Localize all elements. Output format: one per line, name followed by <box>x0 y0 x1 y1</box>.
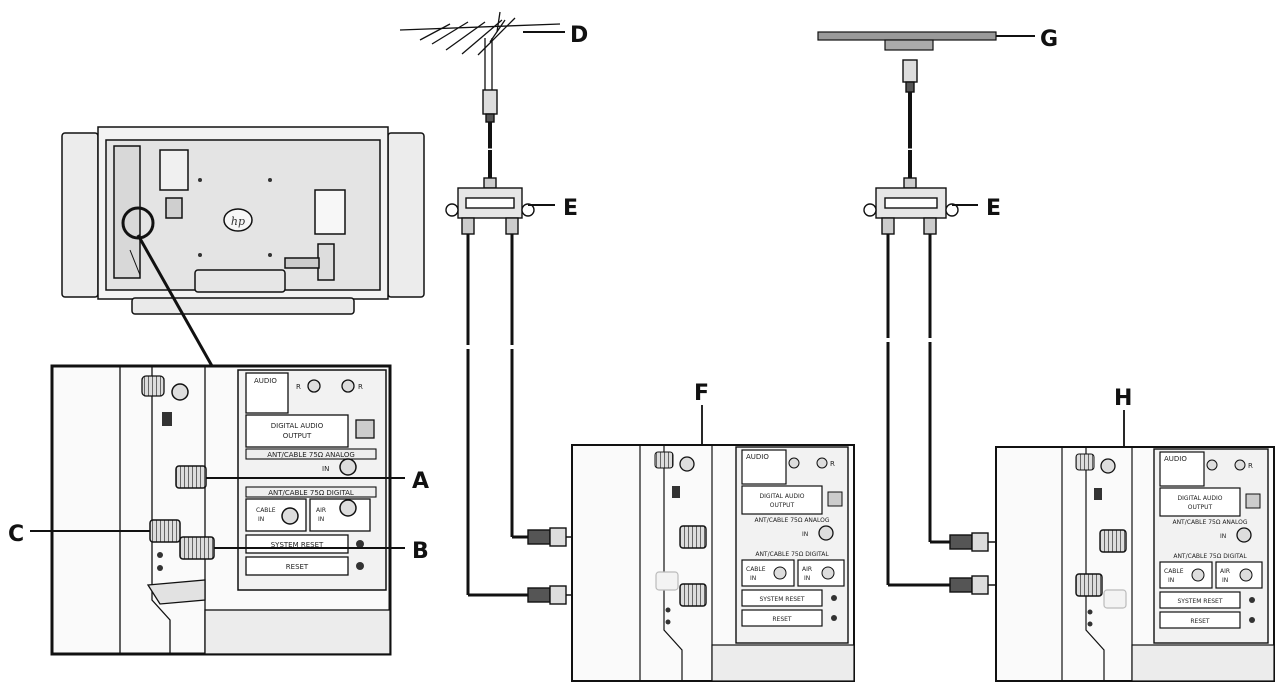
callout-e-right: E <box>986 196 1001 221</box>
inset-port-a <box>175 465 207 489</box>
h-reset-label: RESET <box>1190 618 1210 625</box>
h-port-cable <box>1075 573 1103 597</box>
callout-h: H <box>1114 386 1132 411</box>
cable-wall-outlet <box>817 31 997 41</box>
inset-air-in-label: IN <box>318 516 324 523</box>
inset-system-reset-label: SYSTEM RESET <box>271 541 324 549</box>
f-air-label: AIR <box>802 566 812 573</box>
connector-panel-h: AUDIO R DIGITAL AUDIO OUTPUT ANT/CABLE 7… <box>995 446 1275 682</box>
inset-r-label: R <box>296 383 301 391</box>
h-in-label: IN <box>1220 533 1226 540</box>
callout-b: B <box>412 539 429 564</box>
callout-g: G <box>1040 27 1058 52</box>
f-port-analog <box>679 525 707 549</box>
f-digital-label: ANT/CABLE 75Ω DIGITAL <box>755 551 829 558</box>
f-output-label: OUTPUT <box>770 502 795 509</box>
f-cable-in-label: IN <box>750 575 756 582</box>
f-cable-label: CABLE <box>746 566 766 573</box>
inset-in-label: IN <box>322 465 329 473</box>
splitter-left-system <box>445 89 567 605</box>
h-audio-label: AUDIO <box>1164 455 1187 463</box>
callout-a: A <box>412 469 429 494</box>
connector-panel-f: AUDIO R DIGITAL AUDIO OUTPUT ANT/CABLE 7… <box>571 444 855 682</box>
hp-logo-icon <box>223 208 253 232</box>
h-digital-label: ANT/CABLE 75Ω DIGITAL <box>1173 553 1247 560</box>
inset-cable-in-label: IN <box>258 516 264 523</box>
f-r-label: R <box>830 460 835 468</box>
zoom-inset: AUDIO R R DIGITAL AUDIO OUTPUT ANT/CABLE… <box>50 364 392 656</box>
inset-reset-label: RESET <box>286 563 309 571</box>
f-system-reset-label: SYSTEM RESET <box>759 596 804 603</box>
inset-analog-label: ANT/CABLE 75Ω ANALOG <box>267 451 355 459</box>
svg-text:hp: hp <box>231 215 245 228</box>
zoom-leader-line <box>136 234 214 367</box>
inset-r-label-2: R <box>358 383 363 391</box>
h-air-in-label: IN <box>1222 577 1228 584</box>
h-r-label: R <box>1248 462 1253 470</box>
inset-digital-label: ANT/CABLE 75Ω DIGITAL <box>268 489 354 497</box>
callout-f: F <box>694 381 709 406</box>
h-output-label: OUTPUT <box>1188 504 1213 511</box>
f-in-label: IN <box>802 531 808 538</box>
f-analog-label: ANT/CABLE 75Ω ANALOG <box>754 517 829 524</box>
inset-port-c <box>149 519 181 543</box>
tv-stand <box>131 297 355 315</box>
f-port-digital <box>679 583 707 607</box>
h-analog-label: ANT/CABLE 75Ω ANALOG <box>1172 519 1247 526</box>
h-port-analog <box>1099 529 1127 553</box>
h-air-label: AIR <box>1220 568 1230 575</box>
h-cable-label: CABLE <box>1164 568 1184 575</box>
antenna <box>399 11 561 90</box>
h-digital-audio-label: DIGITAL AUDIO <box>1178 495 1223 502</box>
inset-cable-label: CABLE <box>256 507 276 514</box>
tv-right-speaker <box>387 132 425 298</box>
f-audio-label: AUDIO <box>746 453 769 461</box>
splitter-right-system <box>863 59 989 595</box>
f-air-in-label: IN <box>804 575 810 582</box>
f-digital-audio-label: DIGITAL AUDIO <box>760 493 805 500</box>
inset-air-label: AIR <box>316 507 326 514</box>
f-reset-label: RESET <box>772 616 792 623</box>
inset-digital-audio-label: DIGITAL AUDIO <box>271 422 324 430</box>
callout-e-left: E <box>563 196 578 221</box>
h-system-reset-label: SYSTEM RESET <box>1177 598 1222 605</box>
callout-d: D <box>570 23 588 48</box>
inset-port-b <box>179 536 215 560</box>
tv-rear-view: hp <box>61 126 425 315</box>
tv-left-speaker <box>61 132 99 298</box>
callout-c: C <box>8 522 24 547</box>
h-cable-in-label: IN <box>1168 577 1174 584</box>
inset-audio-label: AUDIO <box>254 377 277 385</box>
inset-output-label: OUTPUT <box>283 432 312 440</box>
